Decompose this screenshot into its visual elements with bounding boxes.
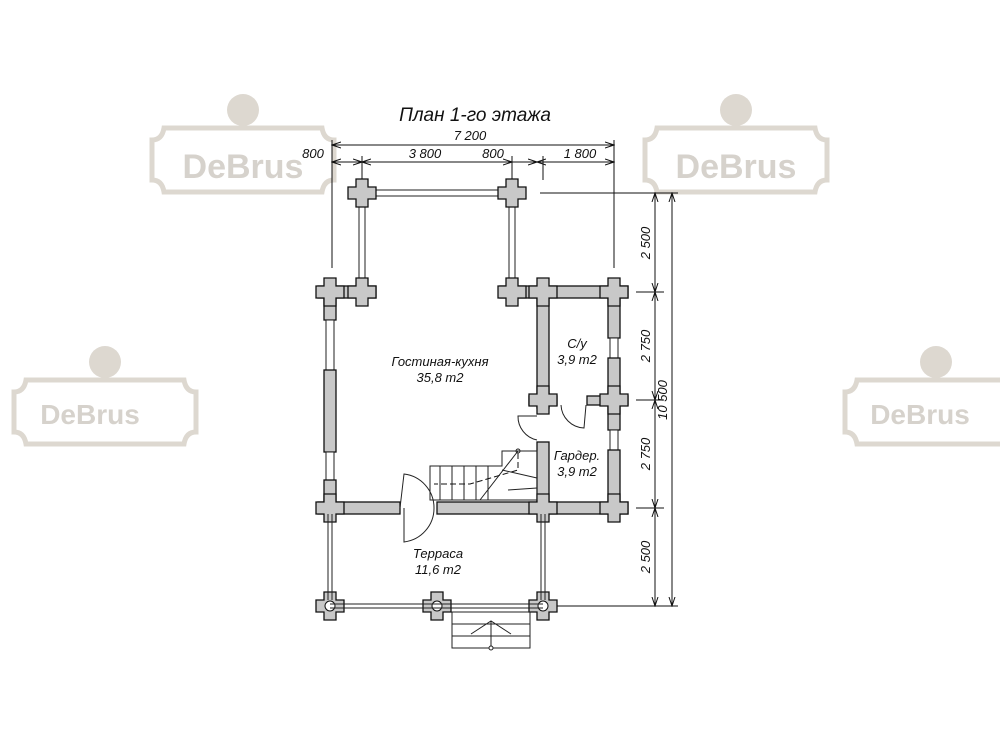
staircase	[429, 448, 538, 501]
right-dimensions: 2 500 2 750 2 750 2 500 10 500	[540, 193, 678, 606]
watermark-logo: DeBrus	[152, 94, 334, 192]
log-corner-joint	[347, 178, 377, 208]
svg-text:7 200: 7 200	[454, 128, 487, 143]
svg-text:35,8 m2: 35,8 m2	[417, 370, 465, 385]
log-corner-joint	[347, 277, 377, 307]
log-corner-joint	[315, 277, 345, 307]
svg-text:11,6 m2: 11,6 m2	[415, 562, 462, 577]
watermark-logo: DeBrus	[645, 94, 827, 192]
svg-text:2 750: 2 750	[638, 437, 653, 471]
svg-text:DeBrus: DeBrus	[676, 148, 797, 186]
svg-text:2 500: 2 500	[638, 540, 653, 574]
room-living-kitchen: Гостиная-кухня 35,8 m2	[391, 354, 488, 385]
log-corner-joint	[599, 385, 629, 415]
post-core	[431, 600, 443, 612]
plan-title: План 1-го этажа	[399, 105, 551, 126]
svg-text:800: 800	[302, 146, 324, 161]
svg-text:DeBrus: DeBrus	[183, 148, 304, 186]
svg-text:Терраса: Терраса	[413, 546, 463, 561]
svg-text:DeBrus: DeBrus	[870, 399, 970, 430]
svg-text:10 500: 10 500	[655, 379, 670, 420]
svg-text:3,9 m2: 3,9 m2	[557, 352, 598, 367]
svg-text:800: 800	[482, 146, 504, 161]
svg-text:С/у: С/у	[567, 336, 588, 351]
log-corner-joint	[528, 493, 558, 523]
terrace	[327, 514, 546, 651]
svg-text:3,9 m2: 3,9 m2	[557, 464, 598, 479]
svg-text:DeBrus: DeBrus	[40, 399, 140, 430]
room-bathroom: С/у 3,9 m2	[557, 336, 598, 367]
log-corner-joint	[497, 178, 527, 208]
svg-text:2 500: 2 500	[638, 226, 653, 260]
watermark-logo: DeBrus	[14, 346, 196, 444]
log-corner-joint	[315, 493, 345, 523]
room-terrace: Терраса 11,6 m2	[413, 546, 463, 577]
watermark-logo: DeBrus	[845, 346, 1000, 444]
doors	[399, 404, 587, 543]
log-corner-joint	[599, 277, 629, 307]
log-corner-joint	[497, 277, 527, 307]
svg-text:1 800: 1 800	[564, 146, 597, 161]
room-wardrobe: Гардер. 3,9 m2	[554, 448, 600, 479]
post-core	[324, 600, 336, 612]
svg-text:Гостиная-кухня: Гостиная-кухня	[391, 354, 488, 369]
log-corner-joint	[528, 385, 558, 415]
svg-text:2 750: 2 750	[638, 329, 653, 363]
svg-text:Гардер.: Гардер.	[554, 448, 600, 463]
log-corner-joint	[528, 277, 558, 307]
log-corner-joint	[599, 493, 629, 523]
svg-text:3 800: 3 800	[409, 146, 442, 161]
top-dimensions: 7 200 800 3 800 800 1 800	[302, 128, 614, 268]
post-core	[537, 600, 549, 612]
